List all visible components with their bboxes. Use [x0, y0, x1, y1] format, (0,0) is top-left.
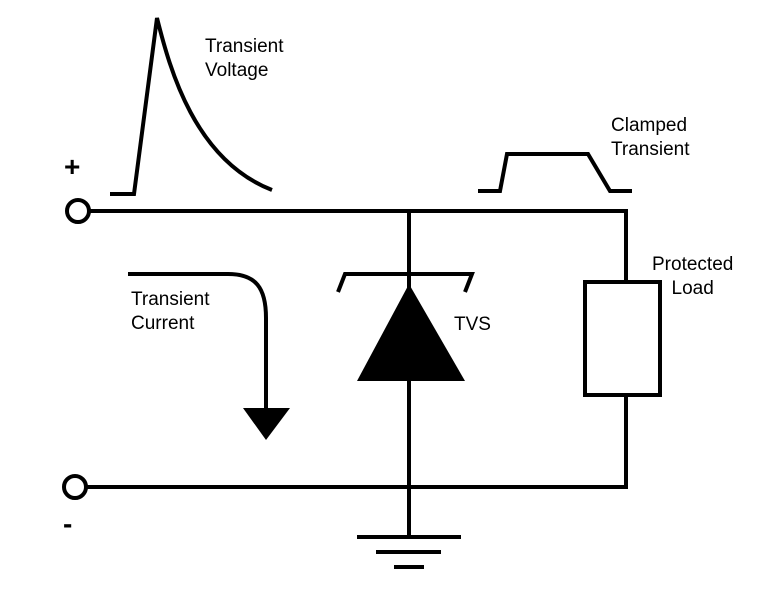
transient-voltage-label-line1: Transient [205, 36, 284, 57]
clamped-transient-waveform [478, 152, 632, 193]
tvs-label: TVS [454, 314, 491, 335]
transient-voltage-label: Transient Voltage [205, 35, 284, 83]
minus-sign: - [63, 508, 73, 539]
tvs-cathode-bar [336, 272, 475, 293]
transient-current-arrow-shaft [128, 272, 268, 412]
plus-sign: + [64, 151, 81, 182]
tvs-diode-triangle [357, 284, 465, 381]
protected-load-label-line2: Load [671, 278, 714, 299]
negative-terminal [62, 474, 88, 500]
protected-load-label-line1: Protected [652, 254, 734, 275]
clamped-transient-label-line2: Transient [611, 139, 690, 160]
positive-terminal [65, 198, 91, 224]
transient-current-arrow-head [243, 408, 290, 440]
protected-load-label: Protected Load [652, 253, 733, 301]
transient-current-label: Transient Current [131, 288, 210, 336]
protected-load-resistor [583, 280, 662, 397]
transient-current-label-line1: Transient [131, 289, 210, 310]
transient-voltage-label-line2: Voltage [205, 60, 269, 81]
transient-voltage-waveform [110, 17, 273, 196]
clamped-transient-label-line1: Clamped [611, 115, 688, 136]
clamped-transient-label: Clamped Transient [611, 114, 690, 162]
transient-current-label-line2: Current [131, 313, 195, 334]
